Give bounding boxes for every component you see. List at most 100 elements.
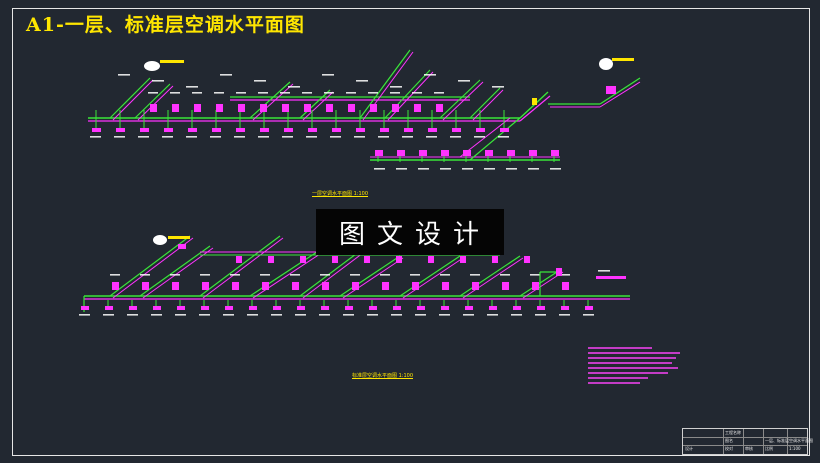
- pipe-size-11: [492, 86, 504, 88]
- expansion-tank-1: [144, 61, 160, 71]
- std-upper-unit-2: [172, 282, 179, 290]
- std-mid-unit-3: [332, 256, 338, 263]
- std-mid-unit-8: [492, 256, 498, 263]
- tb-drawing-name: 一层、标准层空调水平面图: [765, 438, 813, 443]
- std-fan-coil-9: [297, 306, 305, 310]
- fan-coil-13: [404, 128, 413, 132]
- tb-design: 设计: [685, 446, 693, 451]
- upper-tag-6: [280, 92, 290, 94]
- return-riser-link: [519, 95, 551, 122]
- std-upper-tag-12: [470, 274, 480, 276]
- lb-label-6: [506, 168, 517, 170]
- pipe-size-1: [152, 80, 164, 82]
- upper-tag-0: [148, 92, 158, 94]
- std-tank-pump: [178, 244, 186, 249]
- std-upper-unit-12: [472, 282, 479, 290]
- fan-coil-10: [332, 128, 341, 132]
- std-upper-tag-3: [200, 274, 210, 276]
- std-supply-riser-3: [249, 249, 321, 297]
- fan-coil-8: [284, 128, 293, 132]
- tb-review: 审核: [745, 446, 753, 451]
- std-fc-label-6: [223, 314, 234, 316]
- upper-tag-12: [412, 92, 422, 94]
- lb-unit-7: [529, 150, 537, 156]
- tank-pipe-1: [160, 60, 184, 63]
- std-upper-unit-1: [142, 282, 149, 290]
- std-upper-unit-0: [112, 282, 119, 290]
- std-supply-riser-2: [199, 235, 281, 297]
- upper-unit-8: [326, 104, 333, 112]
- fan-coil-3: [164, 128, 173, 132]
- fc-label-17: [498, 136, 509, 138]
- std-fan-coil-16: [465, 306, 473, 310]
- std-fan-coil-7: [249, 306, 257, 310]
- supply-to-tank: [599, 77, 641, 105]
- std-return-riser-8: [522, 271, 564, 299]
- fan-coil-15: [452, 128, 461, 132]
- std-fc-label-12: [367, 314, 378, 316]
- upper-unit-4: [238, 104, 245, 112]
- lb-label-3: [440, 168, 451, 170]
- std-fc-label-14: [415, 314, 426, 316]
- std-expansion-tank: [153, 235, 167, 245]
- tb-drawing-name-label: 图名: [725, 438, 733, 443]
- upper-unit-7: [304, 104, 311, 112]
- tank-pipe-2: [612, 58, 634, 61]
- std-upper-tag-1: [140, 274, 150, 276]
- std-mid-unit-4: [364, 256, 370, 263]
- fc-label-6: [234, 136, 245, 138]
- upper-tag-5: [258, 92, 268, 94]
- tb-scale: 1:100: [789, 446, 801, 451]
- note-line-4: [588, 367, 678, 369]
- upper-tag-13: [434, 92, 444, 94]
- fc-label-9: [306, 136, 317, 138]
- fc-label-7: [258, 136, 269, 138]
- pipe-size-2: [186, 86, 198, 88]
- lb-unit-5: [485, 150, 493, 156]
- fc-label-11: [354, 136, 365, 138]
- return-riser-6: [442, 81, 484, 121]
- std-upper-unit-11: [442, 282, 449, 290]
- std-fan-coil-0: [81, 306, 89, 310]
- fc-label-1: [114, 136, 125, 138]
- std-supply-riser-1: [139, 245, 211, 297]
- upper-tag-7: [302, 92, 312, 94]
- std-mid-unit-5: [396, 256, 402, 263]
- fan-coil-14: [428, 128, 437, 132]
- upper-unit-9: [348, 104, 355, 112]
- std-upper-tag-9: [380, 274, 390, 276]
- std-upper-unit-7: [322, 282, 329, 290]
- upper-unit-2: [194, 104, 201, 112]
- fc-label-5: [210, 136, 221, 138]
- pipe-size-3: [220, 74, 232, 76]
- lb-unit-6: [507, 150, 515, 156]
- std-fan-coil-20: [561, 306, 569, 310]
- std-upper-unit-8: [352, 282, 359, 290]
- fc-label-4: [186, 136, 197, 138]
- std-fc-label-2: [127, 314, 138, 316]
- std-fc-label-17: [487, 314, 498, 316]
- lb-unit-0: [375, 150, 383, 156]
- std-fc-label-0: [79, 314, 90, 316]
- upper-unit-12: [414, 104, 421, 112]
- fc-label-13: [402, 136, 413, 138]
- plan-caption-first-floor: 一层空调水平面图 1:100: [312, 191, 368, 197]
- upper-unit-11: [392, 104, 399, 112]
- fc-label-3: [162, 136, 173, 138]
- std-equipment-tag: [598, 270, 610, 272]
- upper-unit-0: [150, 104, 157, 112]
- std-fan-coil-2: [129, 306, 137, 310]
- std-fc-label-5: [199, 314, 210, 316]
- pipe-size-10: [458, 80, 470, 82]
- std-upper-tag-15: [560, 274, 570, 276]
- std-fan-coil-8: [273, 306, 281, 310]
- supply-riser-1: [134, 83, 171, 119]
- design-notes: [588, 347, 680, 387]
- fan-coil-4: [188, 128, 197, 132]
- std-fan-coil-10: [321, 306, 329, 310]
- std-mid-unit-7: [460, 256, 466, 263]
- std-fc-label-16: [463, 314, 474, 316]
- fan-coil-16: [476, 128, 485, 132]
- supply-riser-6: [439, 79, 481, 119]
